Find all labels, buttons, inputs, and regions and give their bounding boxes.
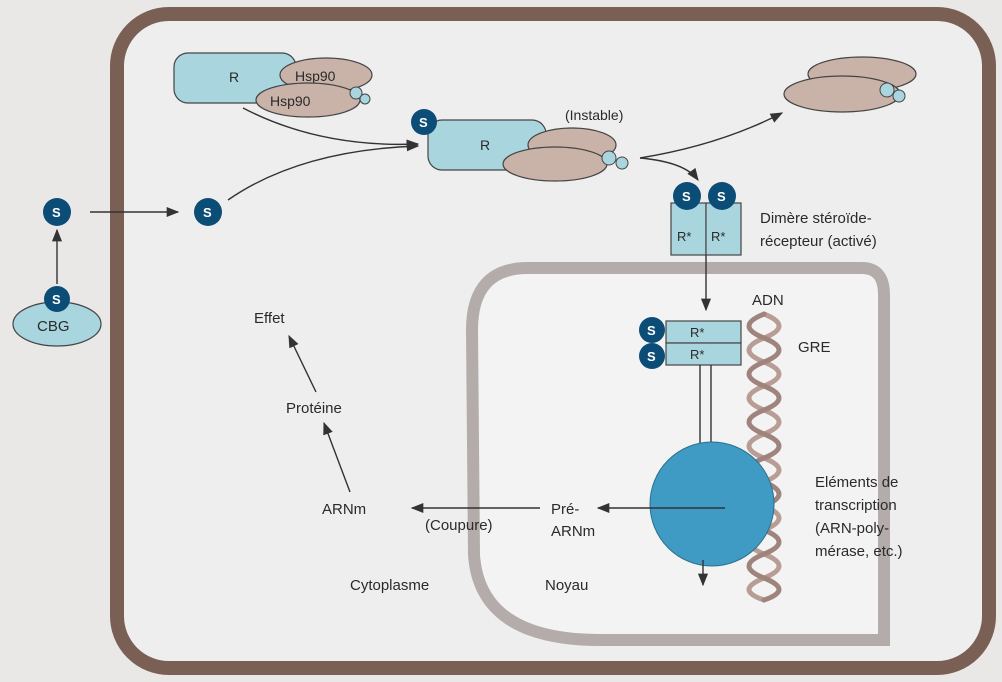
unstable-label: (Instable) [565, 107, 623, 123]
rna-polymerase-shape [650, 442, 774, 566]
dna-label: ADN [752, 292, 784, 309]
receptor-r-label: R [229, 69, 239, 85]
nucleus-label: Noyau [545, 577, 588, 594]
cbg-label: CBG [37, 318, 70, 335]
bound-r-top-label: R* [690, 325, 704, 340]
small-cofactor-icon [880, 83, 894, 97]
transcription-label-line3: (ARN-poly- [815, 520, 889, 537]
small-cofactor-icon [616, 157, 628, 169]
steroid-free-label: S [52, 205, 61, 220]
small-cofactor-icon [360, 94, 370, 104]
dimer-label-line2: récepteur (activé) [760, 233, 877, 250]
dimer-label-line1: Dimère stéroïde- [760, 210, 872, 227]
premrna-label-line1: Pré- [551, 501, 579, 518]
cytoplasm-label: Cytoplasme [350, 577, 429, 594]
small-cofactor-icon [893, 90, 905, 102]
steroid-on-cbg-label: S [52, 292, 61, 307]
bound-r-bottom-label: R* [690, 347, 704, 362]
dimer-r-left-label: R* [677, 229, 691, 244]
dimer-r-right-label: R* [711, 229, 725, 244]
receptor-r-label-middle: R [480, 137, 490, 153]
bound-steroid-top-label: S [647, 323, 656, 338]
transcription-label-line2: transcription [815, 497, 897, 514]
free-steroid-inside: S [194, 198, 222, 226]
hsp90-bottom-label: Hsp90 [270, 93, 311, 109]
mrna-label: ARNm [322, 501, 366, 518]
dimer-steroid-right-label: S [717, 189, 726, 204]
gre-label: GRE [798, 339, 831, 356]
transcription-label-line1: Eléments de [815, 474, 898, 491]
protein-label: Protéine [286, 400, 342, 417]
hsp90-middle-bottom [503, 147, 607, 181]
free-steroid-outside: S [43, 198, 71, 226]
steroid-inside-label: S [203, 205, 212, 220]
bound-steroid-bottom-label: S [647, 349, 656, 364]
hsp90-top-label: Hsp90 [295, 68, 336, 84]
dimer-steroid-left-label: S [682, 189, 691, 204]
premrna-label-line2: ARNm [551, 523, 595, 540]
effect-label: Effet [254, 310, 285, 327]
transcription-label-line4: mérase, etc.) [815, 543, 903, 560]
small-cofactor-icon [602, 151, 616, 165]
steroid-bound-label: S [419, 115, 428, 130]
cbg-carrier: CBG S [13, 286, 101, 346]
cut-label: (Coupure) [425, 517, 493, 534]
